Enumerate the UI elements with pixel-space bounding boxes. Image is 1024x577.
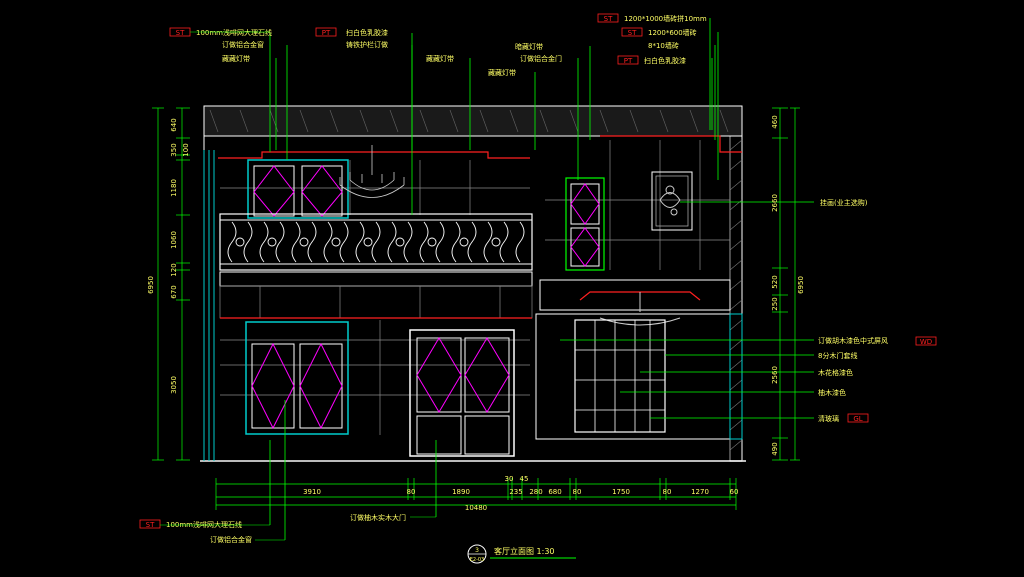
dim-left-640: 640 (170, 118, 178, 131)
dim-left-670: 670 (170, 285, 178, 298)
dim-left-1180: 1180 (170, 179, 178, 197)
stone-label: 100mm浅啡网大理石线 (196, 28, 272, 37)
dim-bottom-1890: 1890 (452, 488, 470, 496)
main-door (409, 329, 515, 457)
right-glass (535, 313, 743, 440)
wall-painting (651, 171, 693, 231)
dim-left-120: 120 (170, 263, 178, 276)
screen-tag: WD (920, 338, 932, 346)
top-callouts: ST 100mm浅啡网大理石线 订做铝合金窗 藏藏灯带 PT 扫白色乳胶漆 铸铁… (169, 13, 707, 77)
right-callouts: 挂画(业主选购) 订做胡木漆色中式屏风 WD 8分木门套线 木花格漆色 柚木漆色… (818, 198, 937, 423)
balcony-slab (219, 271, 533, 319)
dim-bottom-45: 45 (520, 475, 529, 483)
dim-bottom-30: 30 (505, 475, 514, 483)
bottom-frame-label: 订做铝合金窗 (210, 535, 252, 544)
screen-label: 订做胡木漆色中式屏风 (818, 336, 888, 345)
bottom-callouts: ST 100mm浅啡网大理石线 订做铝合金窗 订做柚木实木大门 (139, 513, 436, 544)
right-wall-hatch (729, 135, 743, 462)
paint-label: 扫白色乳胶漆 (346, 28, 388, 37)
dim-bottom-3910: 3910 (303, 488, 321, 496)
door-line-label: 8分木门套线 (818, 351, 857, 360)
bottom-door-label: 订做柚木实木大门 (350, 513, 406, 522)
dim-bottom-1750: 1750 (612, 488, 630, 496)
right-dim-labels: 460 2660 520 250 2560 490 6950 (771, 115, 805, 455)
stone-tag: ST (176, 29, 185, 37)
bottom-dim-labels: 3910 80 1890 30 45 235 280 680 80 1750 8… (303, 475, 738, 512)
wood-label: 木花格漆色 (818, 368, 853, 377)
drawing-index-top: 3 (475, 547, 479, 554)
dim-right-490: 490 (771, 442, 779, 455)
bottom-stone-label: 100mm浅啡网大理石线 (166, 520, 242, 529)
hidden-light1-label: 藏藏灯带 (222, 54, 250, 63)
building-outline (200, 105, 746, 462)
tile1-label: 1200*1000墙砖拼10mm (624, 14, 707, 23)
bottom-stone-tag: ST (146, 521, 155, 529)
glass-tag: GL (853, 415, 862, 423)
chinese-screen (574, 319, 666, 433)
dim-bottom-80b: 80 (573, 488, 582, 496)
ceiling-light-label: 暗藏灯带 (515, 42, 543, 51)
paint-tag: PT (322, 29, 331, 37)
left-pilaster (203, 150, 215, 461)
tile1-tag: ST (604, 15, 613, 23)
upper-door (565, 177, 605, 271)
right-dimensions (772, 107, 800, 461)
dim-left-350: 350 (170, 143, 178, 156)
dim-bottom-60: 60 (730, 488, 739, 496)
dim-right-520: 520 (771, 275, 779, 288)
rail-label: 铸铁护栏订做 (346, 40, 388, 49)
glass-label: 清玻璃 (818, 414, 839, 423)
tile2-label: 1200*600墙砖 (648, 28, 697, 37)
balcony-railing (219, 213, 533, 271)
dim-bottom-80c: 80 (663, 488, 672, 496)
dim-bottom-280: 280 (529, 488, 542, 496)
ceiling-soffit (218, 135, 742, 159)
left-dimensions (152, 107, 190, 461)
dim-right-6950: 6950 (797, 276, 805, 294)
wall-tile-grid (220, 140, 730, 435)
dim-right-250: 250 (771, 297, 779, 310)
dim-left-3050: 3050 (170, 376, 178, 394)
hidden-light3-label: 藏藏灯带 (488, 68, 516, 77)
dim-right-460: 460 (771, 115, 779, 128)
drawing-title-block: 3 E2-03 客厅立面图 1:30 (467, 544, 576, 564)
hidden-light2-label: 藏藏灯带 (426, 54, 454, 63)
upper-window (247, 159, 349, 219)
drawing-index-bottom: E2-03 (470, 557, 485, 563)
dim-left-6950: 6950 (147, 276, 155, 294)
dim-bottom-235: 235 (509, 488, 522, 496)
lower-window (245, 321, 349, 435)
leader-lines (269, 18, 814, 540)
dim-bottom-80a: 80 (407, 488, 416, 496)
painting-label: 挂画(业主选购) (820, 198, 868, 207)
dim-left-100: 100 (182, 143, 190, 156)
paint2-label: 扫白色乳胶漆 (644, 56, 686, 65)
dim-bottom-680: 680 (548, 488, 561, 496)
door-frame-label: 订做铝合金门 (520, 54, 562, 63)
left-dim-labels: 640 350 100 1180 1060 120 670 3050 6950 (147, 118, 190, 394)
tile2-tag: ST (628, 29, 637, 37)
chandelier (339, 145, 405, 198)
wood2-label: 柚木漆色 (818, 388, 846, 397)
dim-right-2660: 2660 (771, 194, 779, 212)
skirting-label: 8*10墙砖 (648, 41, 679, 50)
paint2-tag: PT (624, 57, 633, 65)
drawing-title: 客厅立面图 1:30 (494, 546, 555, 556)
bottom-dimensions (215, 478, 737, 510)
frame1-label: 订做铝合金窗 (222, 40, 264, 49)
lower-right-ceiling (539, 279, 731, 326)
dim-left-1060: 1060 (170, 231, 178, 249)
dim-right-2560: 2560 (771, 366, 779, 384)
roof-hatch (209, 109, 729, 133)
dim-bottom-1270: 1270 (691, 488, 709, 496)
dim-bottom-total: 10480 (465, 504, 487, 512)
